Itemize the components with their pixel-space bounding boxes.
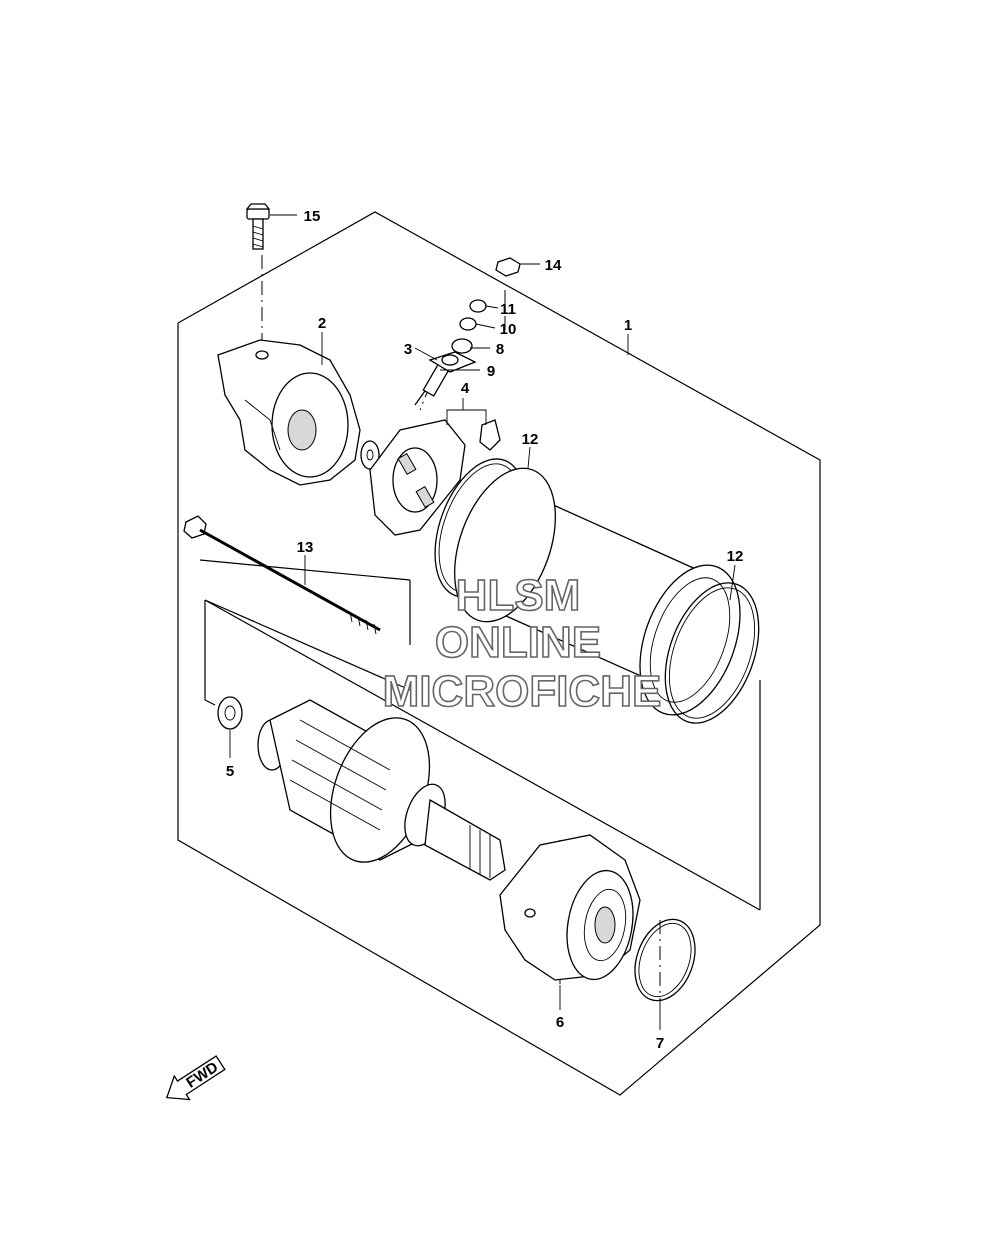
brush-holder-part-4 (369, 363, 501, 536)
part-label-2: 2 (318, 315, 326, 332)
washer-part-5 (217, 696, 243, 730)
part-label-14: 14 (545, 257, 562, 274)
part-label-7: 7 (656, 1035, 664, 1052)
washer-small (360, 440, 380, 470)
part-label-12-right: 12 (727, 548, 744, 565)
watermark: HLSM ONLINE MICROFICHE (382, 570, 662, 717)
armature-group-frame (199, 559, 761, 911)
watermark-line-2: ONLINE (435, 618, 601, 667)
through-bolt-part-13 (183, 515, 381, 635)
part-label-9: 9 (487, 363, 495, 380)
part-label-5: 5 (226, 763, 234, 780)
part-label-4: 4 (461, 380, 470, 397)
part-label-10: 10 (500, 321, 517, 338)
part-label-13: 13 (297, 539, 314, 556)
part-label-8: 8 (496, 341, 504, 358)
watermark-line-3: MICROFICHE (383, 667, 662, 716)
terminal-hardware-stack (428, 257, 521, 373)
leader-lines (229, 214, 736, 1030)
o-ring-part-12-right (664, 582, 760, 724)
part-label-3: 3 (404, 341, 412, 358)
bolt-part-15 (245, 203, 271, 250)
part-label-15: 15 (304, 208, 321, 225)
assembly-outline (177, 211, 821, 1096)
front-housing-part-6 (499, 834, 641, 981)
part-label-12-left: 12 (522, 431, 539, 448)
o-ring-part-7 (634, 918, 696, 1002)
watermark-line-1: HLSM (456, 571, 581, 620)
armature (257, 699, 506, 881)
part-label-1: 1 (624, 317, 632, 334)
forward-direction-arrow: FWD (165, 1055, 226, 1101)
rear-housing-part-2 (217, 339, 361, 486)
part-label-11: 11 (500, 301, 516, 318)
part-label-6: 6 (556, 1014, 564, 1031)
part-labels: 15 14 11 10 2 1 3 8 9 4 12 13 12 5 6 7 (226, 208, 744, 1052)
